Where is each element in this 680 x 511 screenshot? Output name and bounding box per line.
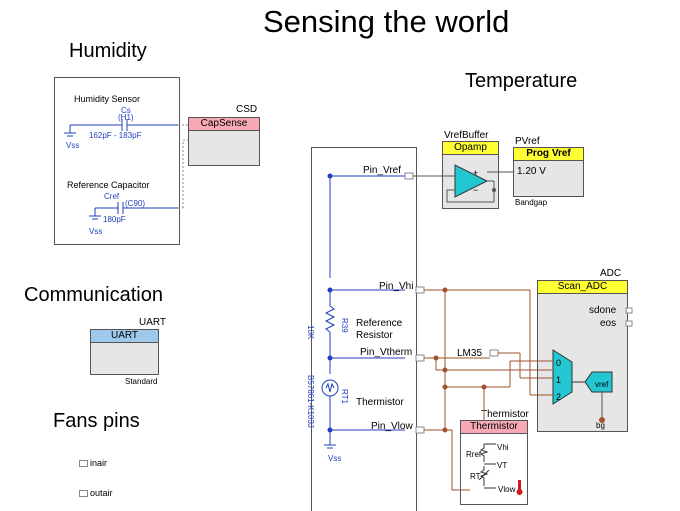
uart-header: UART <box>91 330 158 343</box>
adc-in2-label: 2 <box>556 392 561 402</box>
adc-name: ADC <box>600 268 622 279</box>
cs-name: Cs <box>121 106 131 115</box>
pvref-component[interactable]: Prog Vref <box>513 147 584 197</box>
pin-vref-label: Pin_Vref <box>363 165 401 176</box>
pin-vlow-label: Pin_Vlow <box>371 421 413 432</box>
cs-range: 162pF - 183pF <box>89 131 142 140</box>
reference-resistor-label-2: Resistor <box>356 330 393 341</box>
vss-label-2: Vss <box>89 227 103 236</box>
uart-component[interactable]: UART <box>90 329 159 375</box>
adc-in0-label: 0 <box>556 358 561 368</box>
humidity-sensor-label: Humidity Sensor <box>74 94 141 104</box>
cref-name: Cref <box>104 192 120 201</box>
section-humidity: Humidity <box>69 40 147 62</box>
cref-ref: (C90) <box>125 199 146 208</box>
vss-label-1: Vss <box>66 141 80 150</box>
humidity-sheet <box>54 77 180 245</box>
adc-header: Scan_ADC <box>538 281 627 294</box>
uart-footer: Standard <box>125 377 158 386</box>
pin-inair-label: inair <box>90 458 108 468</box>
page-title: Sensing the world <box>263 4 510 39</box>
thermistor-part-label: Thermistor <box>356 397 404 408</box>
thermistor-vt: VT <box>497 461 508 470</box>
pin-vtherm-label: Pin_Vtherm <box>360 347 413 358</box>
pvref-footer: Bandgap <box>515 198 548 207</box>
pvref-header: Prog Vref <box>514 148 583 161</box>
uart-name: UART <box>139 317 167 328</box>
thermistor-vhi: Vhi <box>497 443 509 452</box>
pin-outair-box[interactable] <box>79 490 88 497</box>
temperature-sheet <box>311 147 417 511</box>
lm35-label: LM35 <box>457 348 483 359</box>
cs-ref: (H1) <box>118 113 134 122</box>
section-temperature: Temperature <box>465 70 578 92</box>
cref-value: 180pF <box>103 215 126 224</box>
adc-vref-label: vref <box>595 380 609 389</box>
pin-inair-box[interactable] <box>79 460 88 467</box>
thermistor-block-name: Thermistor <box>481 409 529 420</box>
csd-name: CSD <box>236 104 258 115</box>
adc-component[interactable]: Scan_ADC <box>537 280 628 432</box>
vrefbuffer-header: Opamp <box>443 142 498 155</box>
thermistor-vss: Vss <box>328 454 342 463</box>
opamp-plus-label: + <box>473 168 478 178</box>
adc-bg: bg <box>596 421 605 430</box>
vrefbuffer-component[interactable]: Opamp <box>442 141 499 209</box>
reference-resistor-label-1: Reference <box>356 318 403 329</box>
adc-in1-label: 1 <box>556 375 561 385</box>
thermistor-header: Thermistor <box>461 421 527 434</box>
thermistor-rref: Rref <box>466 450 482 459</box>
thermistor-vlow: Vlow <box>498 485 516 494</box>
section-fans-pins: Fans pins <box>53 410 140 432</box>
thermistor-component[interactable]: Thermistor <box>460 420 528 505</box>
thermistor-rt: RT <box>470 472 481 481</box>
pin-outair-label: outair <box>90 488 113 498</box>
opamp-minus-label: − <box>473 185 478 195</box>
reference-capacitor-label: Reference Capacitor <box>67 180 150 190</box>
pvref-value: 1.20 V <box>517 166 546 177</box>
pin-vhi-label: Pin_Vhi <box>379 281 414 292</box>
csd-header: CapSense <box>189 118 259 131</box>
adc-eos: eos <box>600 318 617 329</box>
adc-sdone: sdone <box>589 305 617 316</box>
pvref-name: PVref <box>515 136 540 147</box>
section-communication: Communication <box>24 284 163 306</box>
vrefbuffer-name: VrefBuffer <box>444 130 489 141</box>
csd-component[interactable]: CapSense <box>188 117 260 166</box>
